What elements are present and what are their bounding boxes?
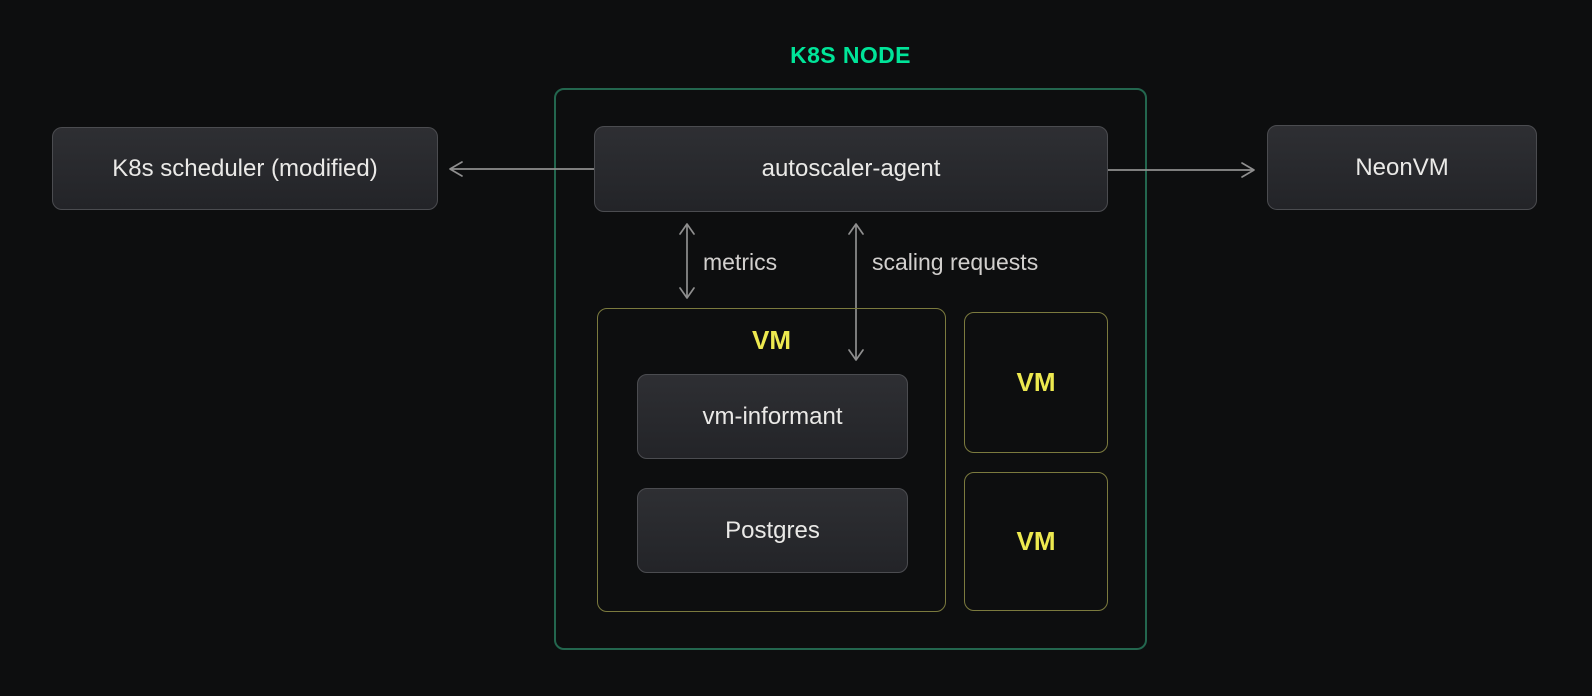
- metrics-edge-label: metrics: [703, 249, 778, 275]
- vm-node-3: VM: [964, 472, 1108, 611]
- postgres-node: Postgres: [637, 488, 908, 573]
- vm-group: [597, 308, 946, 612]
- vm-informant-node-label: vm-informant: [702, 402, 843, 430]
- autoscaler-agent-node: autoscaler-agent: [594, 126, 1108, 212]
- vm-node-3-label: VM: [1016, 526, 1056, 556]
- vm-node-2: VM: [964, 312, 1108, 453]
- vm-node-2-label: VM: [1016, 367, 1056, 397]
- vm-informant-node: vm-informant: [637, 374, 908, 459]
- autoscaler-agent-node-label: autoscaler-agent: [761, 155, 941, 182]
- neonvm-node: NeonVM: [1267, 125, 1537, 210]
- neonvm-node-label: NeonVM: [1355, 153, 1449, 181]
- scaling-requests-edge-label: scaling requests: [872, 249, 1039, 275]
- postgres-node-label: Postgres: [725, 516, 820, 544]
- k8s-node-container: [554, 88, 1147, 650]
- k8s-node-title: K8S NODE: [790, 42, 911, 68]
- scheduler-node-label: K8s scheduler (modified): [112, 154, 378, 182]
- vm-group-label: VM: [752, 325, 791, 355]
- scheduler-node: K8s scheduler (modified): [52, 127, 438, 210]
